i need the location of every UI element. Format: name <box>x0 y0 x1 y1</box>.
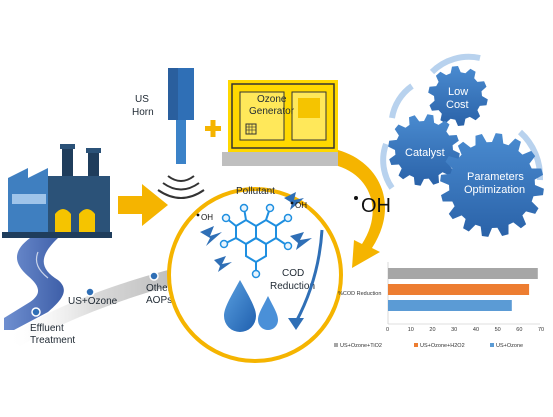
effluent-label: Effluent <box>30 323 64 334</box>
x-tick-label: 40 <box>473 327 479 333</box>
x-tick-label: 30 <box>451 327 457 333</box>
water-drop-icon <box>224 280 256 332</box>
gear-shape <box>428 66 488 126</box>
x-tick-label: 60 <box>516 327 522 333</box>
vent-grid-icon <box>245 123 257 135</box>
legend-label: US+Ozone+TiO2 <box>340 343 382 349</box>
x-tick-label: 0 <box>386 327 389 333</box>
lightning-bolt-icon <box>290 232 312 250</box>
legend-swatch <box>414 343 418 347</box>
us-horn <box>157 68 205 199</box>
plus-icon <box>205 120 221 137</box>
water-drop-icon <box>258 296 278 330</box>
legend-swatch <box>490 343 494 347</box>
lightning-bolt-icon <box>200 226 222 246</box>
x-tick-label: 70 <box>538 327 544 333</box>
lightning-bolt-icon <box>214 256 232 272</box>
us-horn-label: US <box>135 94 149 105</box>
pollutant-label: Pollutant <box>236 186 275 197</box>
effluent-label: Treatment <box>30 335 75 346</box>
stage-marker <box>31 307 41 317</box>
x-tick-label: 20 <box>429 327 435 333</box>
gear-label-catalyst: Catalyst <box>405 147 445 159</box>
gear-label-optimization: Optimization <box>464 184 525 196</box>
x-tick-label: 50 <box>495 327 501 333</box>
sound-wave <box>162 182 200 191</box>
oh-small-label: OH <box>295 201 307 210</box>
cod-reduction-label: COD <box>282 268 304 279</box>
sound-wave <box>157 189 205 199</box>
oh-small-label: OH <box>201 213 213 222</box>
gear-label-parameters: Parameters <box>467 171 524 183</box>
ozone-flow-arrow <box>338 150 385 268</box>
factory-chimney <box>62 148 73 178</box>
gear-label-cost: Cost <box>446 99 469 111</box>
us-horn-label: Horn <box>132 107 154 118</box>
gear-parameters <box>440 133 544 237</box>
ozone-generator-label: Ozone <box>257 94 287 105</box>
gear-label-low: Low <box>448 86 468 98</box>
other-aops-label: Other <box>146 283 172 294</box>
flow-arrow-factory <box>118 184 168 226</box>
cod-reduction-label: Reduction <box>270 281 315 292</box>
oh-radical-label: OH <box>361 195 391 217</box>
bar-us-ozone <box>388 300 512 311</box>
gear-shape <box>440 133 544 237</box>
gear-catalyst <box>388 114 460 186</box>
effluent-stream <box>4 238 64 330</box>
optimization-gears <box>380 53 544 237</box>
stage-marker <box>149 271 159 281</box>
lightning-bolt-icon <box>284 192 304 210</box>
reduction-arrow <box>294 229 324 323</box>
sound-wave <box>167 175 195 182</box>
factory-illustration <box>2 144 112 238</box>
legend-label: US+Ozone <box>496 343 523 349</box>
factory-chimney <box>88 152 99 178</box>
legend-swatch <box>334 343 338 347</box>
chart-ylabel: %COD Reduction <box>338 291 381 297</box>
other-aops-label: AOPs <box>146 295 172 306</box>
ozone-generator <box>222 80 342 166</box>
legend-label: US+Ozone+H2O2 <box>420 343 465 349</box>
stage-marker <box>85 287 95 297</box>
x-tick-label: 10 <box>408 327 414 333</box>
ozone-generator-label: Generator <box>249 106 295 117</box>
bar-us-ozone-h2o2 <box>388 284 530 295</box>
gear-shape <box>388 114 460 186</box>
radical-dot <box>354 196 358 200</box>
us-ozone-label: US+Ozone <box>68 296 118 307</box>
pollutant-molecule <box>219 203 293 279</box>
cod-reduction-chart: 0 10 20 30 40 50 60 70 %COD Reduction US+Ozone+… <box>334 262 544 349</box>
gear-low-cost <box>428 66 488 126</box>
bar-us-ozone-tio2 <box>388 268 538 279</box>
